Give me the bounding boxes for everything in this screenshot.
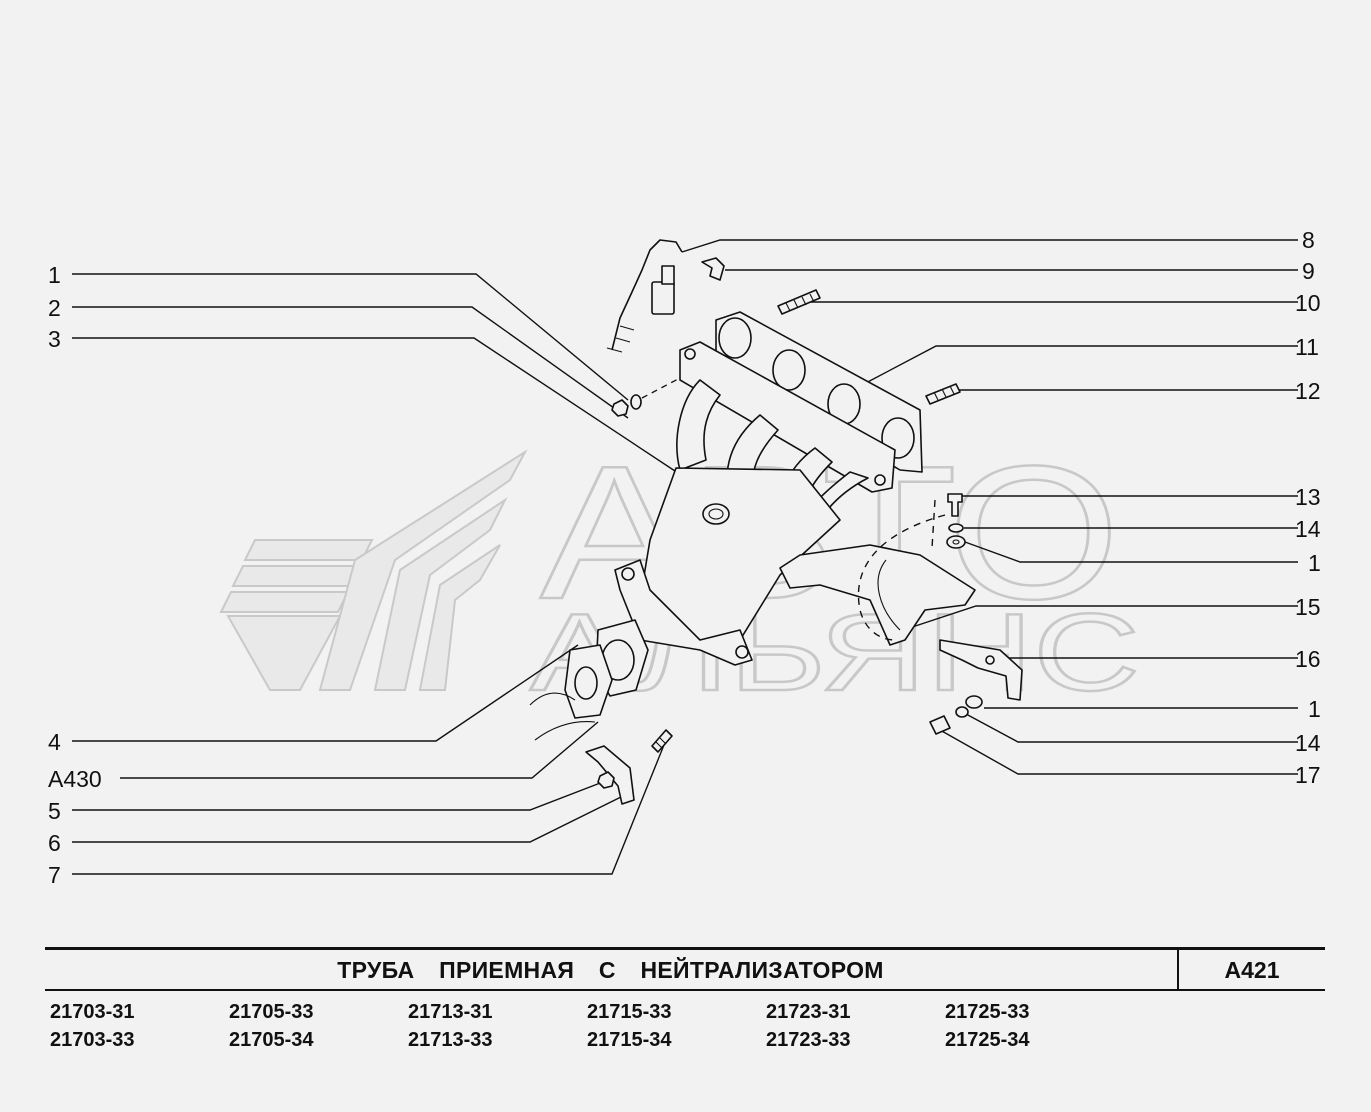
exhaust-assembly [529, 239, 1023, 805]
callout-label: 17 [1295, 762, 1321, 788]
callout-label: 1 [48, 262, 61, 288]
callout-label: 9 [1302, 258, 1315, 284]
callout-label: 10 [1295, 290, 1321, 316]
callout-label: 12 [1295, 378, 1321, 404]
model-code: 21713-31 [408, 1001, 493, 1023]
model-code: 21703-33 [50, 1029, 135, 1051]
leader-lines [72, 239, 1298, 875]
callouts-right: 8 9 10 11 12 13 14 1 15 16 1 14 17 [1295, 227, 1321, 788]
callout-label: 7 [48, 862, 61, 888]
callout-label: 15 [1295, 594, 1321, 620]
model-code: 21713-33 [408, 1029, 493, 1051]
callout-label: 13 [1295, 484, 1321, 510]
model-code: 21723-33 [766, 1029, 851, 1051]
model-code: 21725-33 [945, 1001, 1030, 1023]
callouts-left: 1 2 3 4 A430 5 6 7 [48, 262, 102, 888]
model-code: 21703-31 [50, 1001, 135, 1023]
callout-label: 11 [1295, 334, 1319, 360]
model-code: 21723-31 [766, 1001, 851, 1023]
callout-label: 1 [1308, 550, 1321, 576]
page-title: ТРУБА ПРИЕМНАЯ С НЕЙТРАЛИЗАТОРОМ [337, 957, 884, 983]
callout-label: 5 [48, 798, 61, 824]
model-code: 21715-34 [587, 1029, 672, 1051]
callout-label: 6 [48, 830, 61, 856]
callout-label: 14 [1295, 730, 1321, 756]
callout-label: 4 [48, 729, 61, 755]
model-code: 21725-34 [945, 1029, 1030, 1051]
model-code: 21715-33 [587, 1001, 672, 1023]
sheet-code: А421 [1177, 950, 1325, 989]
parts-diagram: АВТО АЛЬЯНС [48, 227, 1321, 888]
callout-label: 2 [48, 295, 61, 321]
callout-label: A430 [48, 766, 102, 792]
callout-label: 8 [1302, 227, 1315, 253]
model-code: 21705-33 [229, 1001, 314, 1023]
model-list: 21703-31 21705-33 21713-31 21715-33 2172… [50, 1000, 1124, 1052]
title-block: ТРУБА ПРИЕМНАЯ С НЕЙТРАЛИЗАТОРОМ А421 [45, 947, 1325, 991]
callout-label: 16 [1295, 646, 1321, 672]
callout-label: 14 [1295, 516, 1321, 542]
callout-label: 3 [48, 326, 61, 352]
model-code: 21705-34 [229, 1029, 314, 1051]
callout-label: 1 [1308, 696, 1321, 722]
